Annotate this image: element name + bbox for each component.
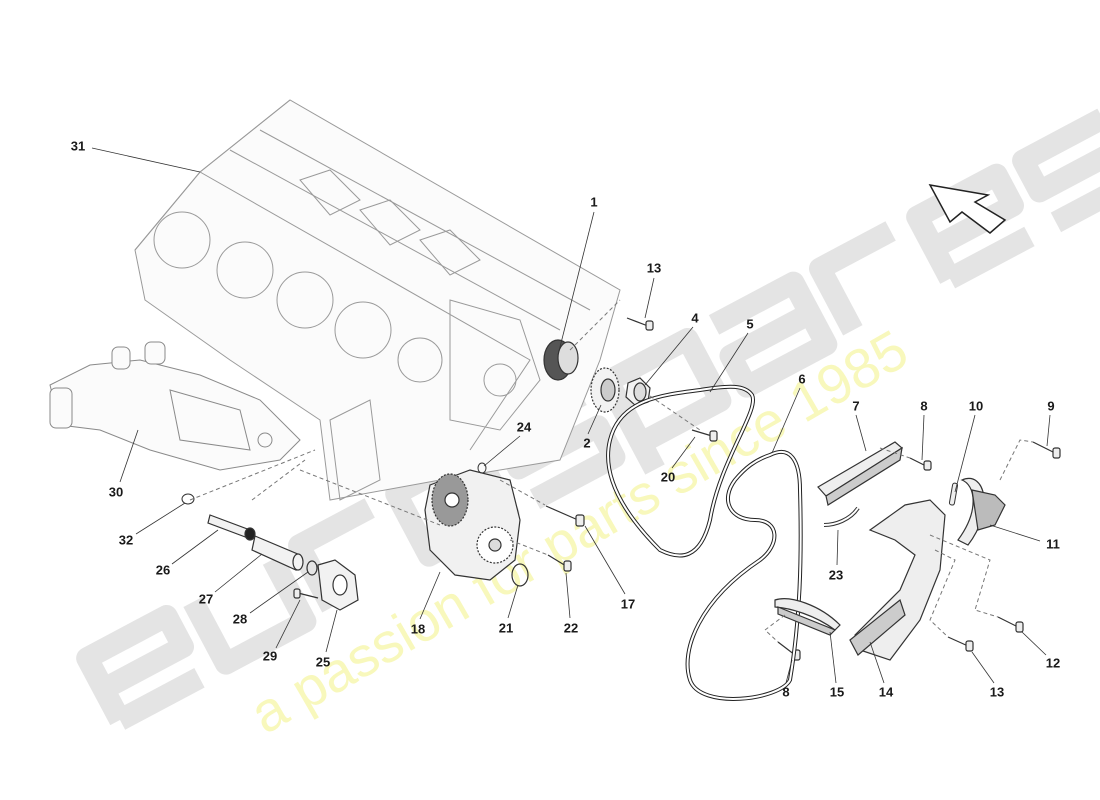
leader-lines (91, 147, 1051, 684)
chain-guide-7 (817, 441, 904, 506)
callout-2[interactable]: 2 (583, 435, 591, 451)
oil-pump (424, 469, 521, 581)
bolt-29 (293, 588, 319, 599)
cylinder-block (134, 99, 621, 501)
callout-4[interactable]: 4 (691, 310, 699, 326)
watermark-letter (597, 327, 732, 475)
orientation-arrow-icon (928, 183, 1007, 234)
callout-30[interactable]: 30 (108, 484, 124, 500)
timing-chain-6 (685, 449, 803, 701)
bolt-13-top (626, 317, 654, 331)
flange-25 (317, 559, 359, 611)
callout-20[interactable]: 20 (660, 469, 676, 485)
callout-13b[interactable]: 13 (989, 684, 1005, 700)
oil-filter-housing (49, 341, 301, 471)
assembly-lines (189, 299, 1034, 643)
seal-32 (181, 493, 195, 505)
callout-29[interactable]: 29 (262, 648, 278, 664)
callout-8b[interactable]: 8 (782, 684, 790, 700)
pipe-27 (251, 535, 304, 571)
guide-rail-15 (774, 598, 841, 636)
callout-24[interactable]: 24 (516, 419, 532, 435)
callout-31[interactable]: 31 (70, 138, 86, 154)
bolt-22 (547, 554, 572, 572)
callout-28[interactable]: 28 (232, 611, 248, 627)
bolts (293, 317, 1061, 661)
callout-23[interactable]: 23 (828, 567, 844, 583)
crankshaft-sprocket (543, 339, 579, 381)
callout-9[interactable]: 9 (1047, 398, 1055, 414)
callout-32[interactable]: 32 (118, 532, 134, 548)
bolt-8-top (909, 457, 932, 471)
callout-5[interactable]: 5 (746, 316, 754, 332)
chain-5 (606, 384, 756, 558)
callout-13a[interactable]: 13 (646, 260, 662, 276)
tensioning-rail-14 (849, 499, 946, 661)
watermark-letter (708, 271, 838, 398)
callout-27[interactable]: 27 (198, 591, 214, 607)
callout-10[interactable]: 10 (968, 398, 984, 414)
watermark-letter (808, 221, 896, 336)
callout-14[interactable]: 14 (878, 684, 894, 700)
chain-guide-insert-23 (823, 506, 860, 527)
o-ring-21 (511, 563, 529, 587)
sprocket (590, 367, 620, 413)
callout-25[interactable]: 25 (315, 654, 331, 670)
callout-17[interactable]: 17 (620, 596, 636, 612)
chain-tensioner-11 (957, 477, 1006, 546)
callout-1[interactable]: 1 (590, 194, 598, 210)
bolt-12 (997, 616, 1024, 633)
bolt-20 (691, 429, 718, 442)
watermark-letter (76, 604, 205, 730)
dowel-sleeve (477, 462, 487, 474)
callout-12[interactable]: 12 (1045, 655, 1061, 671)
watermark-letter (1012, 108, 1100, 233)
callout-22[interactable]: 22 (563, 620, 579, 636)
callout-15[interactable]: 15 (829, 684, 845, 700)
bolt-9 (1032, 441, 1061, 459)
callout-21[interactable]: 21 (498, 620, 514, 636)
callout-11[interactable]: 11 (1046, 536, 1060, 552)
callout-6[interactable]: 6 (798, 371, 806, 387)
shaft-26 (207, 514, 256, 541)
callout-8a[interactable]: 8 (920, 398, 928, 414)
bolt-13-bottom (947, 636, 974, 652)
watermark-letter (183, 554, 317, 675)
callout-7[interactable]: 7 (852, 398, 860, 414)
callout-26[interactable]: 26 (155, 562, 171, 578)
o-ring-28 (306, 560, 318, 576)
bolt-17 (545, 505, 585, 527)
callout-18[interactable]: 18 (410, 621, 426, 637)
